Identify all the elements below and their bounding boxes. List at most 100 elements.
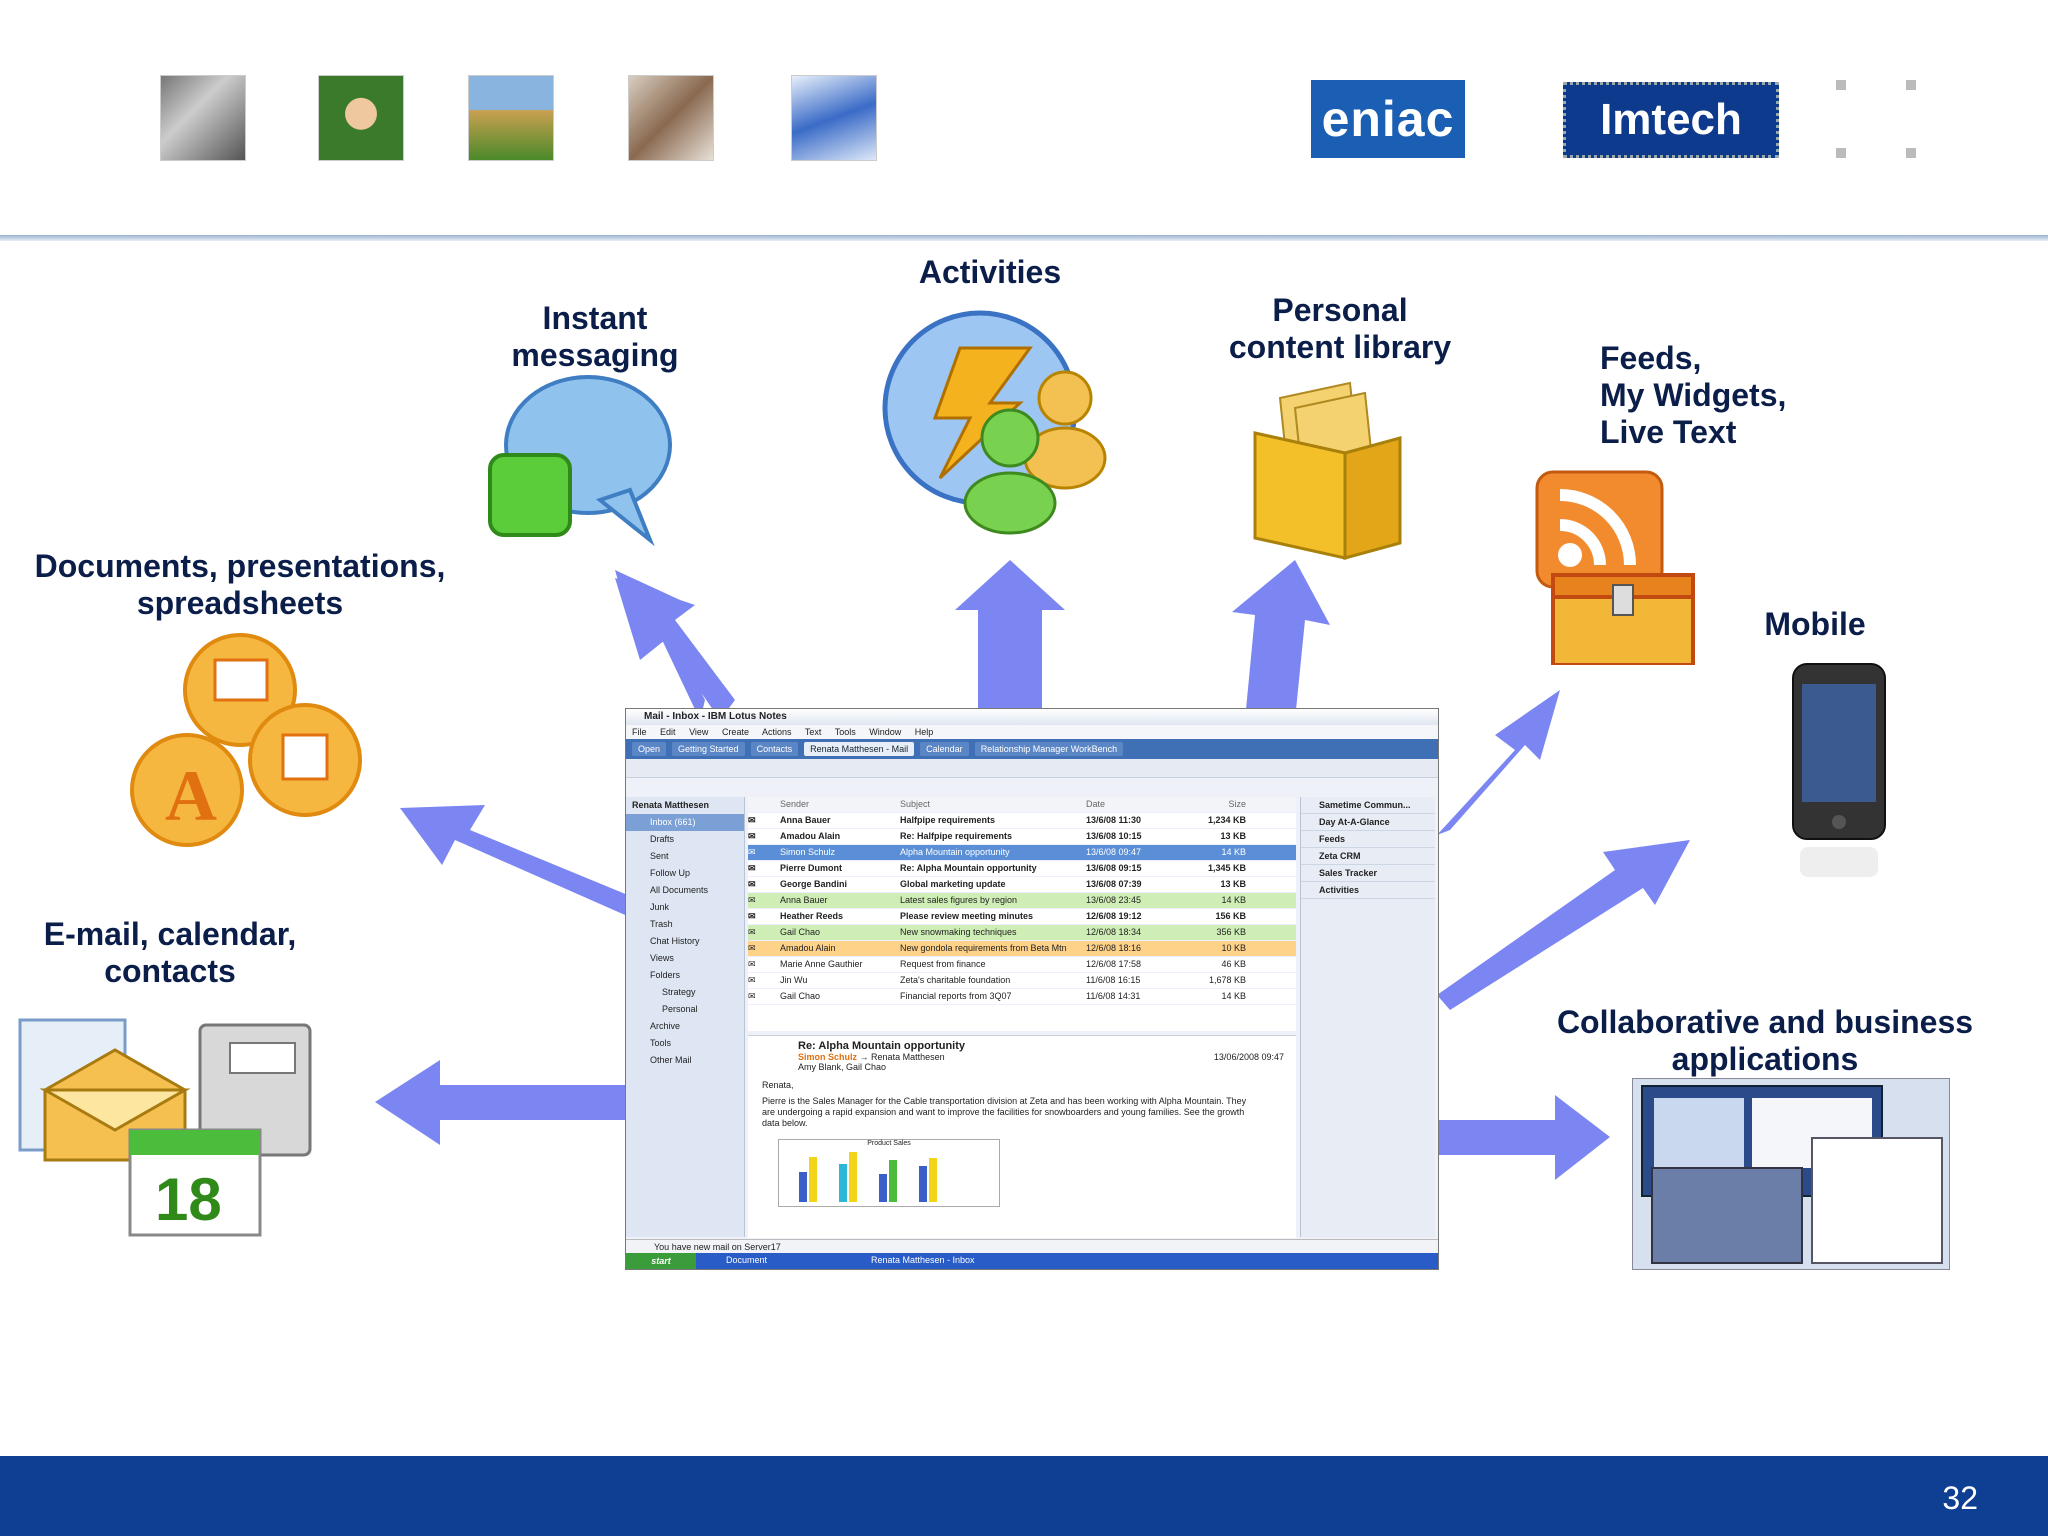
email-date: 12/6/08 18:34	[1086, 927, 1142, 937]
chat-bubble-icon	[488, 375, 672, 547]
taskbar-document[interactable]: Document	[726, 1255, 768, 1265]
email-date: 13/6/08 09:15	[1086, 863, 1142, 873]
nav-folders[interactable]: Folders	[650, 970, 681, 980]
eniac-logo: eniac	[1311, 80, 1465, 158]
start-button[interactable]: start	[626, 1253, 696, 1269]
email-size: 1,678 KB	[1208, 975, 1246, 985]
menu-actions[interactable]: Actions	[761, 727, 792, 737]
mail-icon: ✉	[748, 927, 756, 937]
side-sales-tracker[interactable]: Sales Tracker	[1301, 865, 1435, 882]
col-size[interactable]: Size	[1228, 799, 1246, 809]
nav-archive[interactable]: Archive	[650, 1021, 681, 1031]
menu-text[interactable]: Text	[804, 727, 822, 737]
nav-trash[interactable]: Trash	[650, 919, 673, 929]
nav-personal[interactable]: Personal	[662, 1004, 698, 1014]
taskbar: start Document Renata Matthesen - Inbox	[626, 1253, 1438, 1269]
email-sender: George Bandini	[780, 879, 848, 889]
email-size: 14 KB	[1221, 991, 1246, 1001]
menu-help[interactable]: Help	[914, 727, 934, 737]
mail-icon: ✉	[748, 975, 756, 985]
preview-pane: Re: Alpha Mountain opportunity Simon Sch…	[748, 1035, 1296, 1238]
nav-sent[interactable]: Sent	[650, 851, 669, 861]
nav-drafts[interactable]: Drafts	[650, 834, 675, 844]
taskbar-inbox[interactable]: Renata Matthesen - Inbox	[871, 1255, 975, 1265]
header-divider	[0, 235, 2048, 241]
email-date: 13/6/08 07:39	[1086, 879, 1142, 889]
tab-contacts[interactable]: Contacts	[750, 742, 799, 756]
menu-window[interactable]: Window	[869, 727, 902, 737]
nav-all-documents[interactable]: All Documents	[650, 885, 709, 895]
side-sametime[interactable]: Sametime Commun...	[1301, 797, 1435, 814]
email-subject: Please review meeting minutes	[900, 911, 1034, 921]
email-size: 13 KB	[1220, 831, 1246, 841]
email-subject: Financial reports from 3Q07	[900, 991, 1012, 1001]
email-date: 13/6/08 23:45	[1086, 895, 1142, 905]
tab-workbench[interactable]: Relationship Manager WorkBench	[974, 742, 1124, 756]
preview-date: 13/06/2008 09:47	[1213, 1052, 1284, 1062]
preview-to[interactable]: Renata Matthesen	[871, 1052, 945, 1062]
email-size: 1,345 KB	[1207, 863, 1246, 873]
nav-junk[interactable]: Junk	[650, 902, 670, 912]
email-subject: Re: Alpha Mountain opportunity	[900, 863, 1037, 873]
svg-text:18: 18	[155, 1166, 222, 1233]
col-subject[interactable]: Subject	[900, 799, 931, 809]
nav-tools[interactable]: Tools	[650, 1038, 672, 1048]
email-sender: Simon Schulz	[780, 847, 836, 857]
menu-file[interactable]: File	[632, 727, 647, 737]
tab-calendar[interactable]: Calendar	[920, 742, 969, 756]
side-zeta-crm[interactable]: Zeta CRM	[1301, 848, 1435, 865]
tab-mail[interactable]: Renata Matthesen - Mail	[804, 742, 915, 756]
email-size: 156 KB	[1215, 911, 1246, 921]
email-sender: Amadou Alain	[780, 943, 836, 953]
nav-chat-history[interactable]: Chat History	[650, 936, 700, 946]
menu-edit[interactable]: Edit	[660, 727, 676, 737]
activities-icon	[882, 310, 1107, 535]
email-size: 14 KB	[1221, 895, 1246, 905]
label-mobile: Mobile	[1764, 606, 1866, 642]
side-day-at-a-glance[interactable]: Day At-A-Glance	[1301, 814, 1435, 831]
mail-icon: ✉	[748, 831, 756, 841]
preview-from[interactable]: Simon Schulz	[798, 1052, 858, 1062]
menu-view[interactable]: View	[689, 727, 709, 737]
col-date[interactable]: Date	[1086, 799, 1106, 809]
preview-cc[interactable]: Amy Blank, Gail Chao	[798, 1062, 887, 1072]
col-sender[interactable]: Sender	[780, 799, 810, 809]
nav-other-mail[interactable]: Other Mail	[650, 1055, 692, 1065]
window-title: Mail - Inbox - IBM Lotus Notes	[626, 709, 1438, 725]
side-feeds[interactable]: Feeds	[1301, 831, 1435, 848]
nav-views[interactable]: Views	[650, 953, 674, 963]
nav-follow-up[interactable]: Follow Up	[650, 868, 691, 878]
chart-title: Product Sales	[867, 1140, 911, 1147]
tab-getting-started[interactable]: Getting Started	[672, 742, 745, 756]
menu-create[interactable]: Create	[721, 727, 749, 737]
side-activities[interactable]: Activities	[1301, 882, 1435, 899]
svg-text:A: A	[165, 756, 217, 836]
tab-open[interactable]: Open	[632, 742, 667, 756]
footer-bar	[0, 1456, 2048, 1536]
email-subject: Request from finance	[900, 959, 986, 969]
status-text: You have new mail on Server17	[654, 1242, 781, 1252]
nav-strategy[interactable]: Strategy	[662, 987, 696, 997]
preview-subject: Re: Alpha Mountain opportunity	[798, 1040, 966, 1052]
email-date: 13/6/08 11:30	[1086, 815, 1142, 825]
nav-inbox[interactable]: Inbox (661)	[626, 814, 744, 831]
email-sender: Marie Anne Gauthier	[780, 959, 863, 969]
keyboard-photo	[160, 75, 246, 161]
status-bar: You have new mail on Server17	[626, 1239, 1438, 1254]
menu-tools[interactable]: Tools	[834, 727, 856, 737]
mobile-phone-icon	[1792, 663, 1886, 877]
mail-icon: ✉	[748, 879, 756, 889]
email-date: 12/6/08 17:58	[1086, 959, 1142, 969]
